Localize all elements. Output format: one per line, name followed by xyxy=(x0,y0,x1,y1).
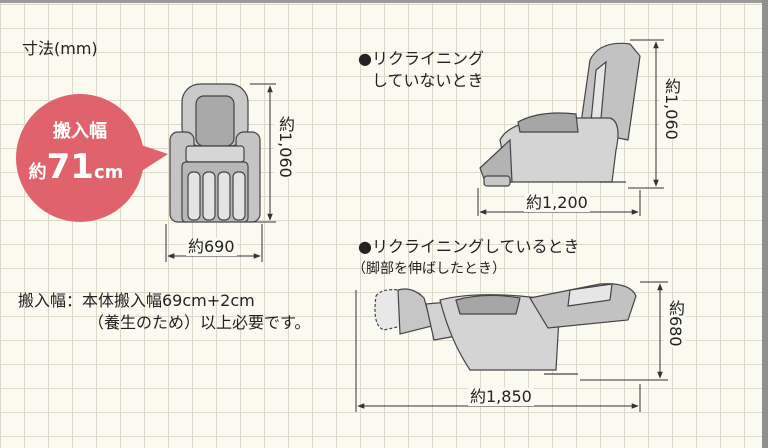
badge-unit: cm xyxy=(93,162,124,183)
reclined-depth-label: 約1,850 xyxy=(468,387,534,406)
page-title: 寸法(mm) xyxy=(22,39,98,58)
upright-dimension-lines xyxy=(477,39,664,216)
carry-in-note-line1: 搬入幅：本体搬入幅69cm+2cm xyxy=(18,291,255,310)
front-width-label: 約690 xyxy=(186,237,237,256)
upright-title-line2: していないとき xyxy=(372,71,484,90)
front-height-label: 約1,060 xyxy=(274,116,296,178)
front-dimension-lines xyxy=(165,83,276,262)
upright-height-label: 約1,060 xyxy=(660,78,682,140)
upright-title-line1: ●リクライニング xyxy=(358,49,484,68)
reclined-dimension-lines xyxy=(355,281,668,412)
chair-front-view xyxy=(169,83,261,223)
badge-prefix: 約 xyxy=(28,162,47,183)
chair-side-view-reclined xyxy=(374,283,637,375)
badge-value: 約71cm xyxy=(14,150,138,190)
reclined-title: ●リクライニングしているとき xyxy=(358,237,580,256)
chair-side-view-upright xyxy=(479,42,641,187)
carry-in-width-badge xyxy=(16,94,168,222)
reclined-subtitle: （脚部を伸ばしたとき） xyxy=(352,261,506,277)
reclined-height-label: 約680 xyxy=(664,300,686,347)
badge-label: 搬入幅 xyxy=(53,121,107,142)
badge-number: 71 xyxy=(46,147,94,187)
carry-in-note-line2: （養生のため）以上必要です。 xyxy=(88,313,311,332)
upright-depth-label: 約1,200 xyxy=(524,193,590,212)
